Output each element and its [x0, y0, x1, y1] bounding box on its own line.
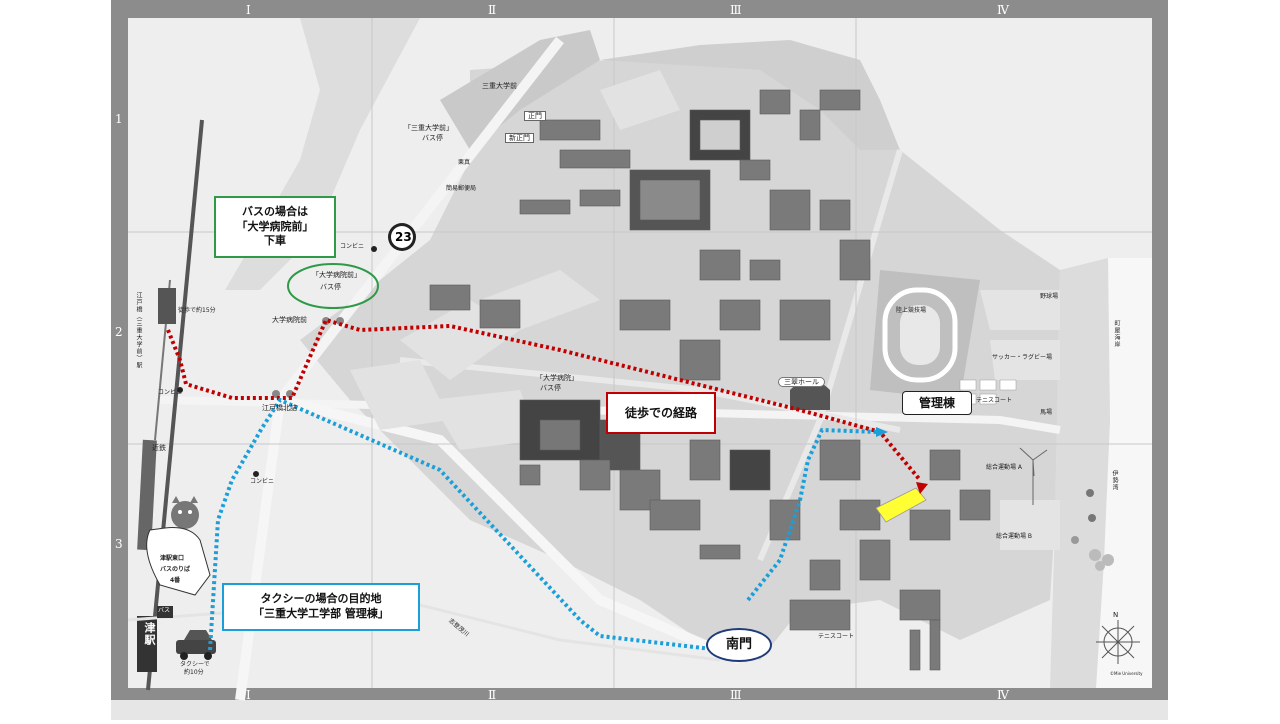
- label-bus-stop-mie-1: 「三重大学前」: [404, 124, 453, 132]
- grid-row-label-2: 2: [115, 325, 123, 339]
- label-bus-stop-mie-2: バス停: [422, 134, 443, 142]
- label-hospital-mae: 大学病院前: [272, 316, 307, 324]
- label-tsu-station: 津駅: [143, 622, 156, 646]
- label-convenience-3: コンビニ: [250, 478, 275, 485]
- label-hospital-2: バス停: [540, 384, 561, 392]
- taxi-icon: [176, 630, 216, 660]
- destination-callout: 管理棟: [902, 391, 972, 415]
- label-ise-bay: 伊勢湾: [1111, 470, 1118, 491]
- road-south-west: [235, 399, 285, 701]
- compass-north: N: [1113, 611, 1119, 619]
- campus-road: [399, 357, 901, 433]
- label-tsu-east-2: バスのりば: [160, 566, 191, 573]
- label-copyright: ©Mie University: [1110, 671, 1143, 676]
- grid-col-label-top-4: Ⅳ: [997, 3, 1009, 17]
- label-convenience-2: コンビニ: [158, 389, 183, 396]
- bus-info-line-3: 下車: [264, 234, 286, 248]
- route-23-number: 23: [395, 230, 412, 244]
- bus-info-line-2: 「大学病院前」: [236, 219, 314, 233]
- label-tsu-east-3: 4番: [170, 577, 181, 584]
- taxi-info-line-1: タクシーの場合の目的地: [260, 592, 382, 606]
- grid-col-label-bottom-3: Ⅲ: [730, 688, 742, 702]
- railway: [137, 119, 204, 691]
- label-taxi-1: タクシーで: [180, 661, 210, 668]
- sansui-hall-building: [790, 380, 830, 410]
- label-mie-univ-mae: 三重大学前: [482, 82, 517, 90]
- cat-mascot-icon: [171, 496, 199, 529]
- bus-info-bubble: [146, 527, 211, 596]
- taxi-route-line: [208, 397, 721, 652]
- south-gate-label: 南門: [725, 637, 752, 653]
- sea-markers: [1071, 489, 1114, 571]
- athletic-field: [870, 270, 980, 400]
- label-kintetsu: 近鉄: [152, 444, 166, 452]
- bus-stop-icon: [157, 606, 173, 618]
- campus-route-line: [746, 427, 879, 602]
- frame-bottom-strip: [111, 700, 1168, 720]
- label-gym-b: 総合運動場 B: [996, 533, 1033, 540]
- field-b: [1000, 500, 1060, 550]
- bus-info-callout: バスの場合は 「大学病院前」 下車: [214, 196, 336, 258]
- campus-route-arrow: [876, 427, 888, 437]
- label-walk-15: 徒歩で約15分: [178, 307, 216, 314]
- label-convenience-1: コンビニ: [340, 243, 365, 250]
- grid-col-label-top-3: Ⅲ: [730, 3, 742, 17]
- label-tennis-1: テニスコート: [976, 397, 1013, 404]
- label-hospital-stop-1: 「大学病院前」: [312, 271, 361, 279]
- label-post-office-1: 栗真: [458, 159, 471, 166]
- grid-col-label-top-1: Ⅰ: [246, 3, 251, 17]
- grid-col-label-bottom-1: Ⅰ: [246, 688, 251, 702]
- label-bus-sign: バス: [158, 607, 171, 614]
- label-machiyagaigan: 町屋海岸: [1113, 320, 1120, 348]
- grid-row-label-3: 3: [115, 537, 123, 551]
- compass-icon: [1096, 620, 1140, 664]
- grid-row-label-1: 1: [115, 112, 123, 126]
- label-new-main-gate: 新正門: [505, 133, 534, 144]
- label-sansui-hall: 三翠ホール: [778, 377, 825, 388]
- hospital-stop-highlight: [287, 263, 379, 309]
- north-campus: [600, 40, 900, 150]
- label-baseball: 野球場: [1040, 293, 1059, 300]
- soccer-field: [990, 340, 1060, 380]
- south-gate-callout: 南門: [706, 628, 772, 662]
- label-edobashi-station: 江戸橋（三重大学前）駅: [135, 292, 142, 369]
- walk-route-label: 徒歩での経路: [624, 405, 697, 420]
- label-taxi-2: 約10分: [184, 669, 204, 676]
- walk-route-arrow: [916, 482, 928, 494]
- label-edobashi-kita: 江戸橋北詰: [262, 404, 297, 412]
- grid-col-label-bottom-2: Ⅱ: [488, 688, 497, 702]
- label-hospital-1: 「大学病院」: [536, 374, 578, 382]
- baseball-field: [980, 290, 1060, 330]
- grid-col-label-top-2: Ⅱ: [488, 3, 497, 17]
- label-tennis-2: テニスコート: [818, 633, 855, 640]
- label-hospital-stop-2: バス停: [320, 283, 341, 291]
- label-athletic-field: 陸上競技場: [896, 307, 927, 314]
- label-main-gate: 正門: [524, 111, 546, 122]
- road-diagonal-north: [276, 36, 564, 404]
- taxi-info-callout: タクシーの場合の目的地 「三重大学工学部 管理棟」: [222, 583, 420, 631]
- route-23-icon: [388, 223, 416, 251]
- bus-info-line-1: バスの場合は: [242, 204, 308, 218]
- destination-label: 管理棟: [918, 395, 955, 410]
- walk-route-callout: 徒歩での経路: [606, 392, 716, 434]
- wind-turbine-icon: [1019, 447, 1048, 505]
- taxi-info-line-2: 「三重大学工学部 管理棟」: [253, 607, 389, 620]
- label-archery: 馬場: [1040, 409, 1053, 416]
- road-to-south: [278, 395, 742, 665]
- label-tsu-east-1: 津駅東口: [160, 555, 185, 562]
- station-icon: [158, 288, 176, 324]
- grid-col-label-bottom-4: Ⅳ: [997, 688, 1009, 702]
- destination-building: [875, 487, 927, 523]
- sea-area: [1096, 258, 1152, 688]
- coast-strip: [1050, 258, 1110, 688]
- label-gym-a: 総合運動場 A: [986, 464, 1023, 471]
- label-post-office-2: 簡易郵便局: [446, 185, 477, 192]
- label-soccer: サッカー・ラグビー場: [992, 354, 1053, 361]
